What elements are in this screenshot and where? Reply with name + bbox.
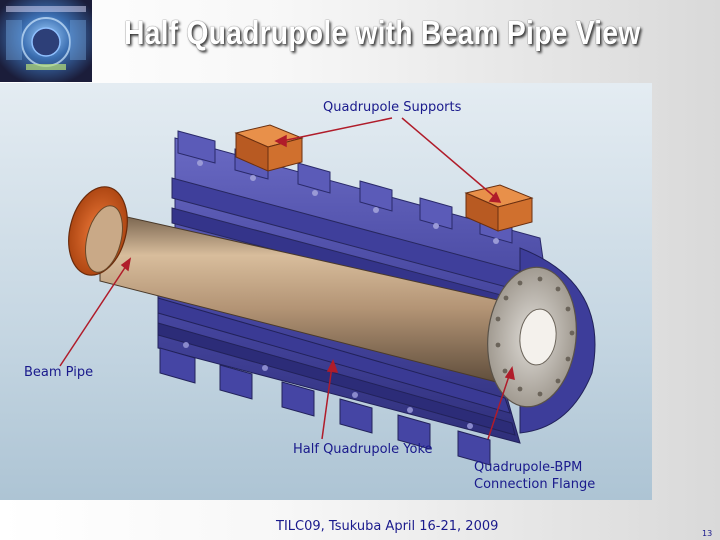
quadrupole-support-right: [464, 184, 534, 232]
conference-logo: [0, 0, 92, 82]
slide-title: Half Quadrupole with Beam Pipe View: [124, 14, 641, 51]
label-flange-line2: Connection Flange: [474, 477, 596, 492]
slide-footer: TILC09, Tsukuba April 16-21, 2009: [276, 519, 499, 534]
label-quadrupole-supports: Quadrupole Supports: [323, 100, 462, 115]
lower-yoke: [157, 272, 521, 466]
cad-render-view: Quadrupole Supports Beam Pipe Half Quadr…: [0, 83, 652, 500]
label-beam-pipe: Beam Pipe: [24, 365, 94, 380]
page-number: 13: [702, 529, 713, 538]
beam-pipe-flange: [68, 186, 128, 276]
label-flange-line1: Quadrupole-BPM: [474, 460, 583, 475]
label-half-quadrupole-yoke: Half Quadrupole Yoke: [293, 442, 433, 457]
callout-arrows: [59, 117, 515, 440]
